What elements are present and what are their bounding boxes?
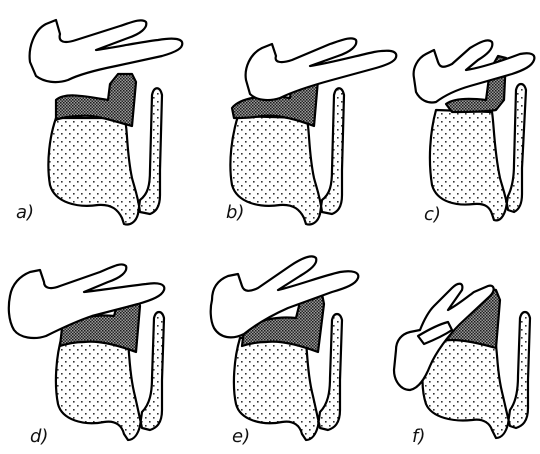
panel-b: b) [226, 38, 396, 224]
panel-label: b) [226, 202, 244, 223]
panel-a: a) [16, 20, 182, 225]
panel-d: d) [9, 264, 165, 447]
panel-label: d) [30, 426, 48, 447]
jaw-bone [246, 38, 397, 100]
panel-label: f) [412, 426, 425, 447]
panel-label: e) [232, 426, 250, 447]
panel-c: c) [414, 40, 535, 225]
panel-f: f) [394, 284, 530, 447]
jaw-bone [30, 20, 183, 82]
panel-e: e) [211, 256, 359, 447]
panel-label: a) [16, 202, 34, 223]
panel-label: c) [424, 204, 441, 225]
